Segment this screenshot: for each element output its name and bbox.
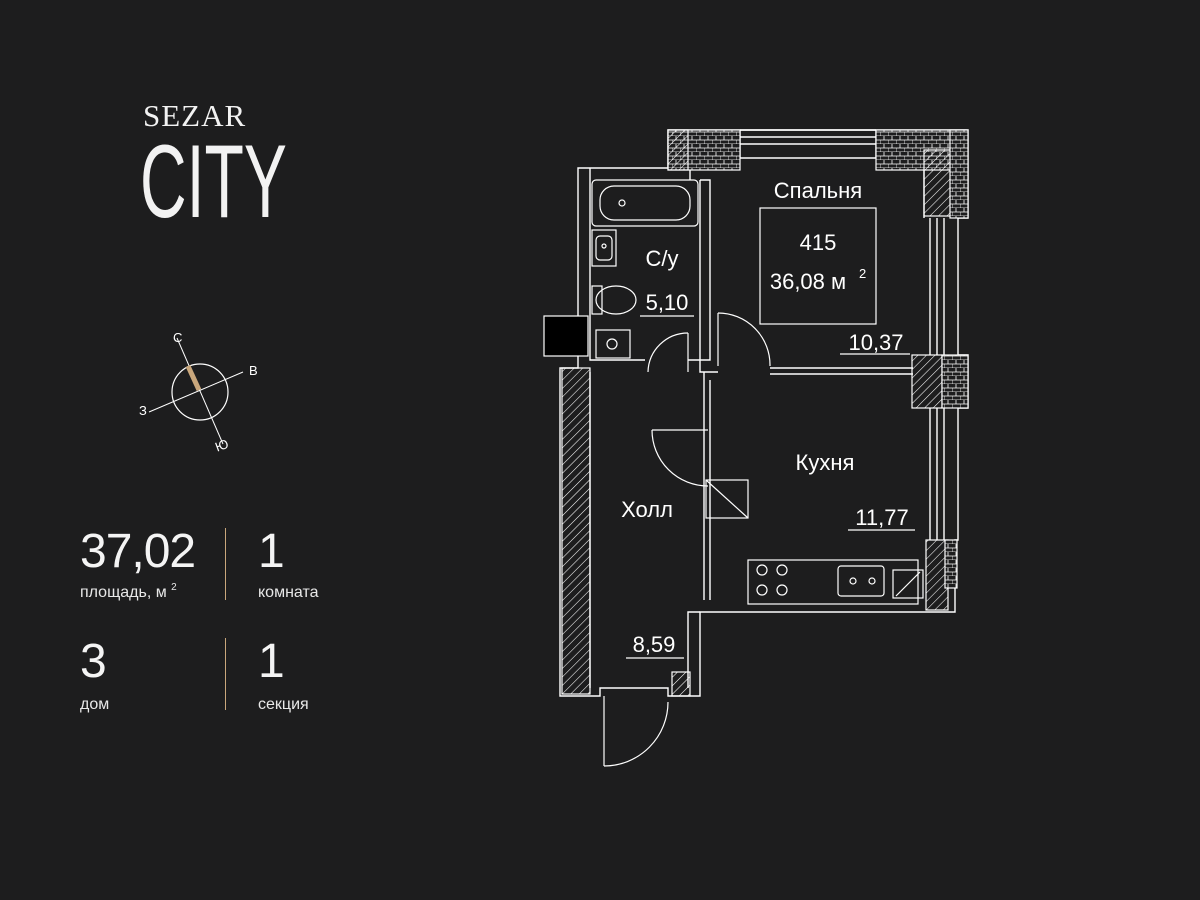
- room-area-bathroom: 5,10: [646, 290, 689, 315]
- compass-icon: С В Ю З: [139, 330, 258, 452]
- stat-divider: [225, 638, 226, 710]
- apartment-number: 415: [800, 230, 837, 255]
- compass-north-label: С: [173, 330, 182, 345]
- doors: [603, 312, 771, 767]
- apartment-area: 36,08 м: [770, 269, 846, 294]
- area-value: 37,02: [80, 525, 196, 578]
- room-name-bedroom: Спальня: [774, 178, 862, 203]
- compass-south-label: Ю: [213, 436, 230, 452]
- section-caption: секция: [258, 696, 309, 713]
- house-caption: дом: [80, 696, 110, 713]
- walls: [559, 129, 969, 697]
- house-value: 3: [80, 635, 107, 688]
- brand-name-bottom: CITY: [140, 124, 287, 240]
- rooms-value: 1: [258, 525, 285, 578]
- room-area-kitchen: 11,77: [855, 505, 908, 530]
- room-area-bedroom: 10,37: [848, 330, 903, 355]
- compass-east-label: В: [249, 363, 258, 378]
- section-value: 1: [258, 635, 285, 688]
- brand-name-top: SEZAR: [143, 98, 247, 133]
- room-area-hall: 8,59: [633, 632, 676, 657]
- area-caption: площадь, м 2: [80, 582, 177, 601]
- apartment-area-sup: 2: [859, 266, 866, 281]
- fixtures: [591, 179, 924, 659]
- stat-divider: [225, 528, 226, 600]
- hatched-walls: [543, 129, 969, 697]
- rooms-caption: комната: [258, 584, 319, 601]
- room-name-bathroom: С/у: [646, 246, 679, 271]
- compass-west-label: З: [139, 403, 147, 418]
- room-name-kitchen: Кухня: [796, 450, 855, 475]
- room-name-hall: Холл: [621, 497, 673, 522]
